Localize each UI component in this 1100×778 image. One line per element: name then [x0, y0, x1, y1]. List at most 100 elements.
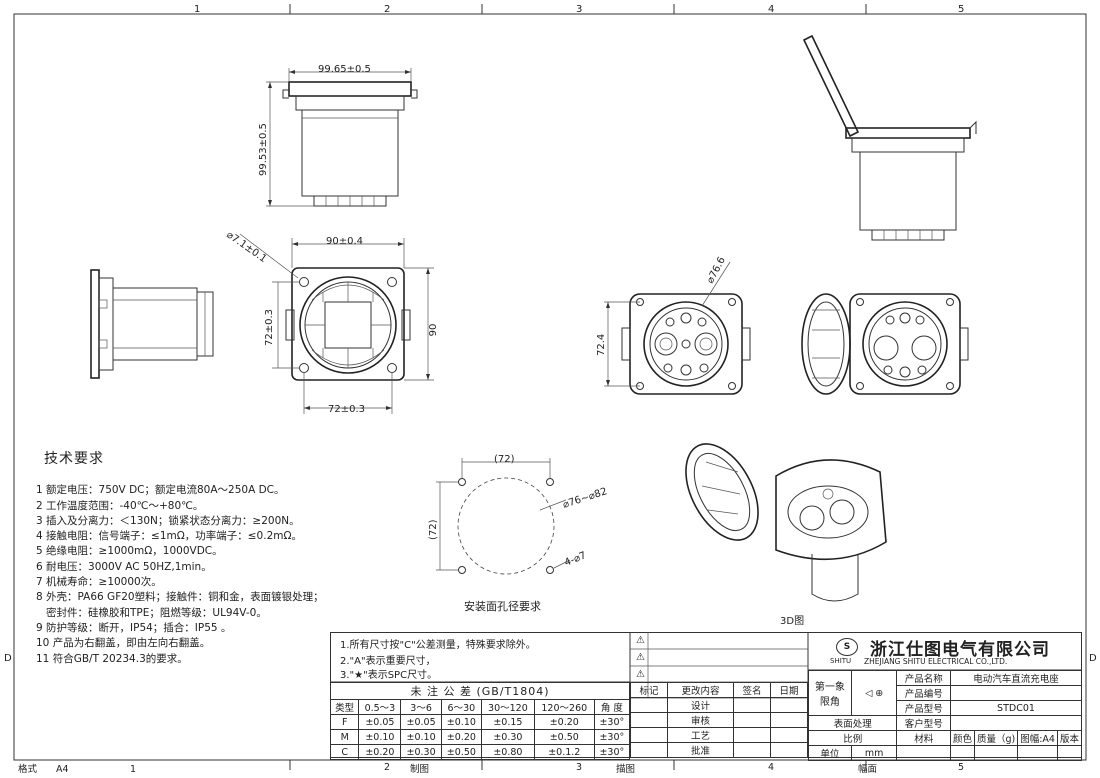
field-label: 单位	[808, 745, 852, 761]
dim-top-height: 99.53±0.5	[258, 123, 269, 176]
drawn-label: 制图	[410, 763, 429, 775]
unit-value: mm	[850, 745, 898, 761]
tech-item: 4 接触电阻：信号端子：≤1mΩ，功率端子：≤0.2mΩ。	[36, 530, 302, 543]
tol-cell: C	[329, 744, 360, 760]
title-block: 1.所有尺寸按"C"公差测量，特殊要求除外。 2."A"表示重要尺寸， 3."★…	[329, 632, 1083, 761]
tech-item: 密封件：硅橡胶和TPE；阻燃等级：UL94V-0。	[36, 606, 267, 619]
approval-label: 设计	[666, 697, 735, 713]
tol-cell: ±0.10	[358, 729, 402, 745]
isometric-3d-view: 3D图	[685, 443, 887, 627]
field-label: 表面处理	[807, 715, 898, 731]
open-lid-front-view	[801, 293, 969, 395]
tol-cell: ±0.30	[400, 744, 442, 760]
tol-cell: F	[329, 714, 360, 730]
product-info-table: 第一象限角 ◁ ⊕ 产品名称 电动汽车直流充电座 产品编号 产品型号 STDC0…	[807, 670, 1083, 761]
remark-line: 3."★"表示SPC尺寸。	[340, 670, 438, 681]
field-label: 质量（g)	[973, 730, 1019, 746]
dim-hole-pitch-h: 72±0.3	[328, 404, 365, 415]
tol-cell: ±30°	[593, 714, 631, 730]
tol-cell: M	[329, 729, 360, 745]
field-label: 产品型号	[896, 700, 951, 716]
tol-header: 类型	[329, 699, 360, 715]
dim-socket-pitch: 72.4	[596, 334, 607, 356]
product-model: STDC01	[949, 700, 1083, 716]
dim-hole-dia: ⌀7.1±0.1	[224, 229, 268, 265]
tech-item: 2 工作温度范围：-40℃～+80℃。	[36, 499, 204, 512]
zone-number: 3	[576, 4, 582, 15]
field-label: 材料	[896, 730, 951, 746]
projection-symbol: ◁ ⊕	[850, 670, 898, 716]
tol-cell: ±0.50	[533, 729, 595, 745]
tol-cell: ±0.05	[358, 714, 402, 730]
company-name-en: ZHEJIANG SHITU ELECTRICAL CO.,LTD.	[864, 657, 1008, 666]
tech-item: 7 机械寿命：≥10000次。	[36, 576, 162, 589]
tech-item: 10 产品为右翻盖，即由左向右翻盖。	[36, 637, 211, 650]
rev-header: 更改内容	[666, 682, 735, 698]
traced-label: 描图	[616, 763, 635, 775]
tol-cell: ±0.1.2	[533, 744, 595, 760]
company-name-cn: 浙江仕图电气有限公司	[870, 640, 1050, 660]
field-label: 比例	[807, 730, 898, 746]
tol-cell: ±0.20	[440, 729, 483, 745]
field-label: 版本	[1056, 730, 1083, 746]
zone-letter-right: D	[1089, 653, 1097, 664]
dim-flange-height: 90	[428, 324, 439, 337]
tol-header: 6～30	[440, 699, 483, 715]
tol-header: 角 度	[593, 699, 631, 715]
field-label: 客户型号	[896, 715, 951, 731]
logo-text: SHITU	[830, 657, 852, 665]
field-label: 图幅:A4	[1017, 730, 1058, 746]
tol-header: 0.5～3	[358, 699, 402, 715]
lid-open-side-view	[802, 34, 977, 241]
rev-header: 标记	[630, 682, 668, 698]
warning-icon: ⚠	[636, 635, 645, 646]
dim-hole-pitch-v: 72±0.3	[264, 309, 275, 346]
remark-line: 2."A"表示重要尺寸，	[340, 656, 436, 667]
tol-header: 30～120	[481, 699, 535, 715]
front-flange-view: 90±0.4 90 72±0.3 72±0.3 ⌀7.1±0.1	[224, 229, 439, 415]
field-label: 产品名称	[896, 670, 951, 686]
tech-item: 1 额定电压：750V DC；额定电流80A～250A DC。	[36, 484, 285, 497]
tol-cell: ±30°	[593, 729, 631, 745]
tol-header: 3～6	[400, 699, 442, 715]
zone-letter-left: D	[4, 653, 12, 664]
tolerance-title: 未 注 公 差 (GB/T1804)	[330, 682, 630, 700]
tech-item: 5 绝缘电阻：≥1000mΩ，1000VDC。	[36, 545, 223, 558]
tolerance-table: 未 注 公 差 (GB/T1804) 类型 0.5～3 3～6 6～30 30～…	[329, 682, 631, 760]
technical-requirements: 技术要求 1 额定电压：750V DC；额定电流80A～250A DC。 2 工…	[36, 451, 336, 667]
approval-label: 工艺	[666, 727, 735, 743]
remark-line: 1.所有尺寸按"C"公差测量，特殊要求除外。	[340, 640, 536, 651]
warning-icon: ⚠	[636, 669, 645, 680]
zone-number: 3	[576, 762, 582, 773]
zone-number: 1	[130, 764, 136, 775]
format-value: A4	[56, 764, 69, 775]
zone-number: 4	[768, 762, 774, 773]
tol-cell: ±0.15	[481, 714, 535, 730]
zone-number: 4	[768, 4, 774, 15]
field-label: 颜色	[949, 730, 975, 746]
tol-cell: ±30°	[593, 744, 631, 760]
dim-flange-width: 90±0.4	[326, 236, 363, 247]
tol-cell: ±0.50	[440, 744, 483, 760]
tol-cell: ±0.20	[358, 744, 402, 760]
rev-header: 签名	[733, 682, 772, 698]
caption-3d: 3D图	[780, 615, 804, 627]
dim-cutout-hole: 4-⌀7	[563, 550, 588, 569]
tech-item: 6 耐电压：3000V AC 50HZ,1min。	[36, 560, 212, 573]
tol-cell: ±0.30	[481, 729, 535, 745]
tol-cell: ±0.05	[400, 714, 442, 730]
approval-label: 审核	[666, 712, 735, 728]
projection-label: 第一象限角	[808, 670, 852, 716]
product-name: 电动汽车直流充电座	[949, 670, 1083, 686]
tech-item: 8 外壳：PA66 GF20塑料；接触件：铜和金，表面镀银处理；	[36, 591, 324, 604]
zone-number: 5	[958, 762, 964, 773]
dim-cutout-pitch-h: (72)	[494, 454, 515, 465]
revision-table: 标记 更改内容 签名 日期 设计 审核 工艺 批准	[630, 682, 808, 758]
tech-item: 3 插入及分离力：＜130N；锁紧状态分离力：≥200N。	[36, 514, 300, 527]
warning-icon: ⚠	[636, 652, 645, 663]
tol-cell: ±0.10	[400, 729, 442, 745]
tol-cell: ±0.80	[481, 744, 535, 760]
zone-number: 5	[958, 4, 964, 15]
tech-title: 技术要求	[44, 451, 104, 467]
